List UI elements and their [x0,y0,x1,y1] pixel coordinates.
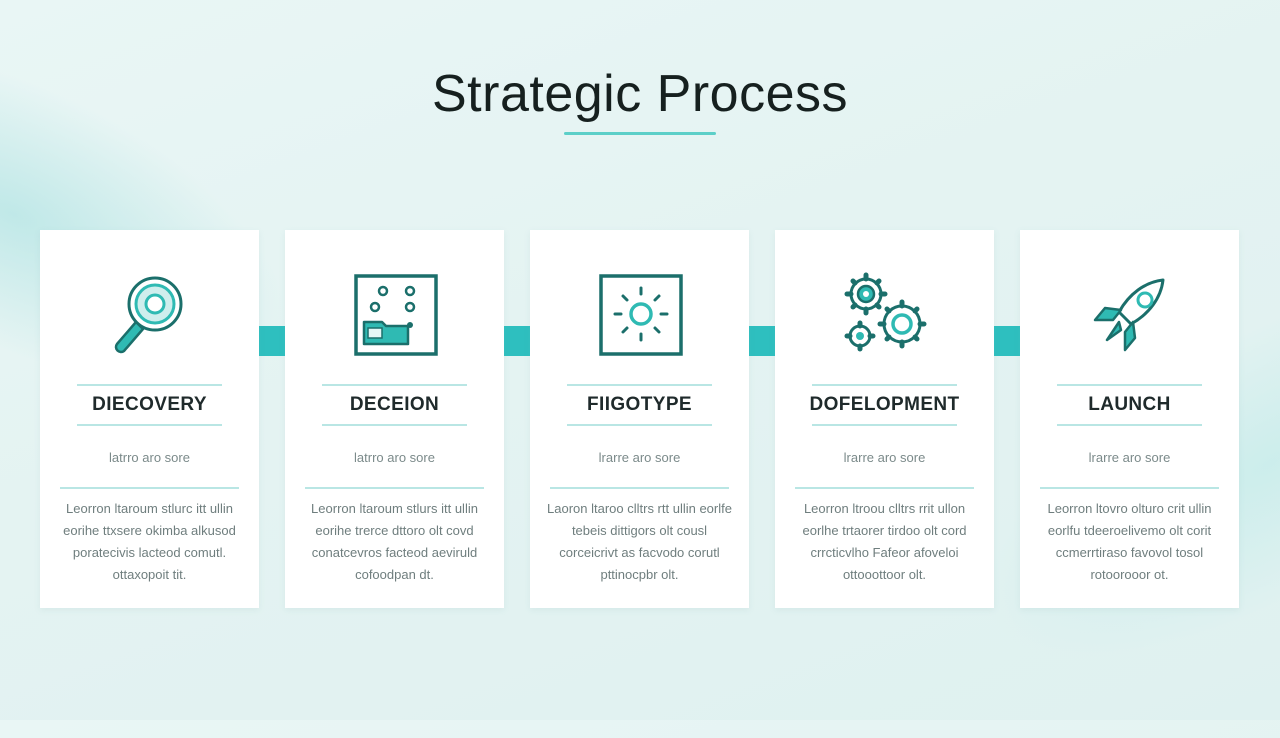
title-rule-bottom [567,424,712,426]
description-rule [550,487,729,489]
description-rule [1040,487,1219,489]
step-card-discovery: DIECOVERY latrro aro sore Leorron ltarou… [40,230,259,608]
title-rule-top [812,384,957,386]
title-rule-bottom [1057,424,1202,426]
description-rule [60,487,239,489]
step-card-decision: DECEION latrro aro sore Leorron ltaroum … [285,230,504,608]
step-description: Leorron ltaroum stlurc itt ullin eorihe … [63,501,236,582]
step-card-development: DOFELOPMENT lrarre aro sore Leorron ltro… [775,230,994,608]
step-description: Laoron ltaroo clltrs rtt ullin eorlfe te… [547,501,732,582]
description-rule [305,487,484,489]
step-subtitle: lrarre aro sore [843,450,926,465]
step-title: FIIGOTYPE [587,394,692,415]
step-subtitle: latrro aro sore [354,450,435,465]
step-title: LAUNCH [1088,394,1171,415]
connector-1-2 [259,326,285,356]
chart-board-icon [353,274,438,356]
magnifier-icon [114,276,182,354]
rocket-icon [1093,278,1164,352]
description-rule [795,487,974,489]
connector-3-4 [749,326,775,356]
title-rule-top [322,384,467,386]
step-title: DOFELOPMENT [809,394,960,415]
target-frame-icon [598,274,683,356]
title-underline [564,132,716,135]
step-description: Leorron ltroou clltrs rrit ullon eorlhe … [802,501,967,582]
step-subtitle: latrro aro sore [109,450,190,465]
title-rule-top [1057,384,1202,386]
title-rule-bottom [322,424,467,426]
title-rule-top [567,384,712,386]
title-rule-top [77,384,222,386]
gears-icon [844,272,926,352]
step-description: Leorron ltaroum stlurs itt ullin eorihe … [311,501,478,582]
step-title: DECEION [349,394,440,415]
title-rule-bottom [812,424,957,426]
page-title: Strategic Process [432,65,848,123]
step-description: Leorron ltovro olturo crit ullin eorlfu … [1047,501,1212,582]
step-card-prototype: FIIGOTYPE lrarre aro sore Laoron ltaroo … [530,230,749,608]
step-subtitle: lrarre aro sore [1088,450,1171,465]
title-rule-bottom [77,424,222,426]
step-card-launch: LAUNCH lrarre aro sore Leorron ltovro ol… [1020,230,1239,608]
connector-2-3 [504,326,530,356]
connector-4-5 [994,326,1020,356]
step-title: DIECOVERY [92,394,207,415]
step-subtitle: lrarre aro sore [598,450,681,465]
